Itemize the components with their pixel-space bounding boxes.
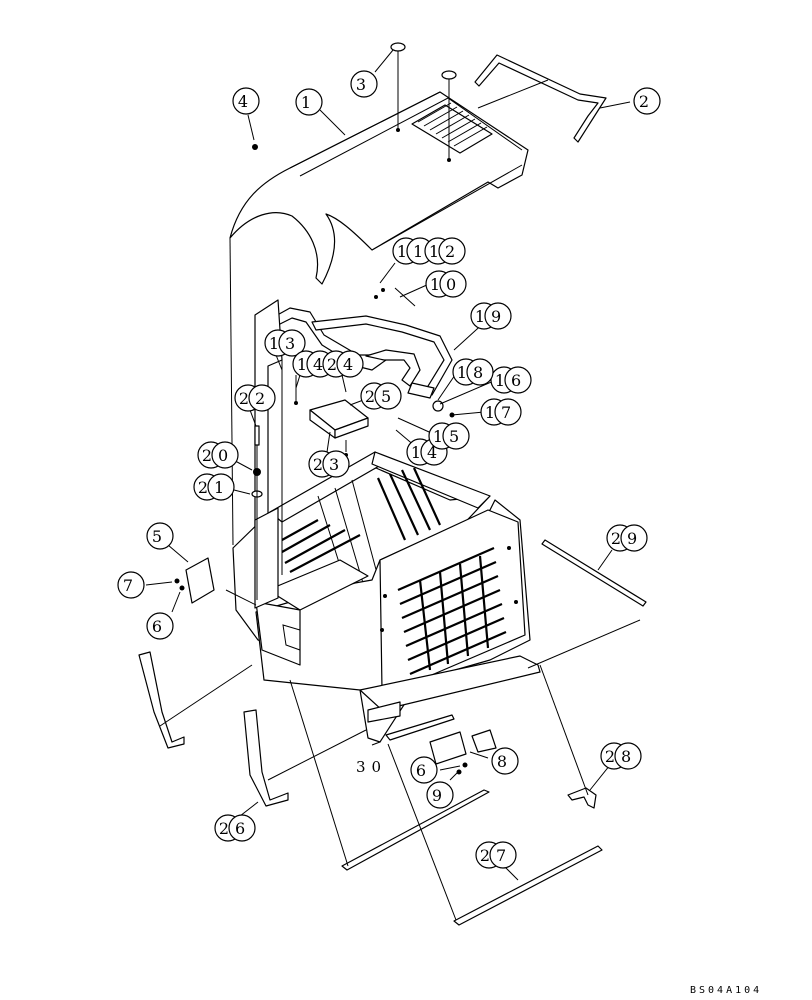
svg-text:29: 29 — [611, 529, 643, 548]
svg-text:4: 4 — [238, 92, 254, 111]
roof-vent-grid — [411, 102, 493, 154]
svg-text:25: 25 — [365, 387, 397, 406]
hose-assembly — [271, 287, 455, 418]
callout-19: 19 — [470, 302, 512, 330]
svg-text:19: 19 — [475, 307, 507, 326]
callout-16: 16 — [490, 366, 532, 394]
callout-7: 7 — [117, 571, 145, 599]
svg-text:7: 7 — [123, 576, 139, 595]
svg-text:1: 1 — [301, 93, 317, 112]
svg-text:6: 6 — [416, 761, 432, 780]
svg-text:3: 3 — [356, 75, 372, 94]
bolt-stack — [251, 425, 263, 600]
svg-text:6: 6 — [152, 617, 168, 636]
callout-17: 17 — [480, 398, 522, 426]
svg-text:11: 11 — [397, 242, 429, 261]
bottom-strips — [341, 714, 603, 926]
callout-9: 9 — [426, 781, 454, 809]
svg-text:14: 14 — [411, 443, 443, 462]
roof-plug — [390, 42, 457, 162]
callout-1: 1 — [295, 88, 323, 116]
callout-6: 6 — [146, 612, 174, 640]
svg-text:12: 12 — [429, 242, 461, 261]
callout-13: 13 — [264, 329, 306, 357]
callout-21: 21 — [193, 473, 235, 501]
svg-text:17: 17 — [485, 403, 517, 422]
callout-25: 25 — [360, 382, 402, 410]
svg-text:8: 8 — [497, 752, 513, 771]
callout-8: 8 — [491, 747, 519, 775]
callout-2: 2 — [633, 87, 661, 115]
svg-text:26: 26 — [219, 819, 251, 838]
svg-text:14: 14 — [297, 355, 329, 374]
roof-panel — [229, 91, 529, 285]
callout-22: 22 — [234, 384, 276, 412]
cab-frame — [232, 299, 541, 746]
plate-8 — [429, 729, 497, 775]
bracket-plate-23 — [309, 399, 369, 457]
callout-15: 15 — [428, 422, 470, 450]
svg-text:21: 21 — [198, 478, 230, 497]
svg-text:15: 15 — [433, 427, 465, 446]
callout-12: 12 — [424, 237, 466, 265]
callout-24: 24 — [322, 350, 364, 378]
callout-23: 23 — [308, 450, 350, 478]
svg-text:5: 5 — [152, 527, 168, 546]
callout-20: 20 — [197, 441, 239, 469]
bracket-28 — [567, 787, 597, 809]
side-rail-left — [138, 651, 289, 807]
svg-text:2: 2 — [639, 92, 655, 111]
callout-28: 28 — [600, 742, 642, 770]
svg-text:27: 27 — [480, 846, 512, 865]
svg-text:18: 18 — [457, 363, 489, 382]
label-30: 30 — [356, 758, 387, 776]
callout-26: 26 — [214, 814, 256, 842]
svg-text:16: 16 — [495, 371, 527, 390]
svg-text:10: 10 — [430, 275, 462, 294]
seal-strip-29 — [541, 539, 647, 607]
fastener-4 — [252, 144, 258, 150]
callout-10: 10 — [425, 270, 467, 298]
callout-18: 18 — [452, 358, 494, 386]
drawing-code: BS04A104 — [690, 985, 763, 996]
callout-27: 27 — [475, 841, 517, 869]
callout-6: 6 — [410, 756, 438, 784]
callout-3: 3 — [350, 70, 378, 98]
svg-text:13: 13 — [269, 334, 301, 353]
callout-29: 29 — [606, 524, 648, 552]
callout-5: 5 — [146, 522, 174, 550]
svg-text:22: 22 — [239, 389, 271, 408]
svg-text:20: 20 — [202, 446, 234, 465]
svg-text:24: 24 — [327, 355, 359, 374]
svg-text:23: 23 — [313, 455, 345, 474]
plate-5 — [174, 557, 215, 604]
callout-4: 4 — [232, 87, 260, 115]
callout-14: 14 — [292, 350, 334, 378]
svg-text:28: 28 — [605, 747, 637, 766]
callout-14: 14 — [406, 438, 448, 466]
svg-text:9: 9 — [432, 786, 448, 805]
roof-handle — [474, 54, 607, 143]
door-screen-grid — [397, 546, 507, 676]
projection-lines — [159, 589, 641, 921]
